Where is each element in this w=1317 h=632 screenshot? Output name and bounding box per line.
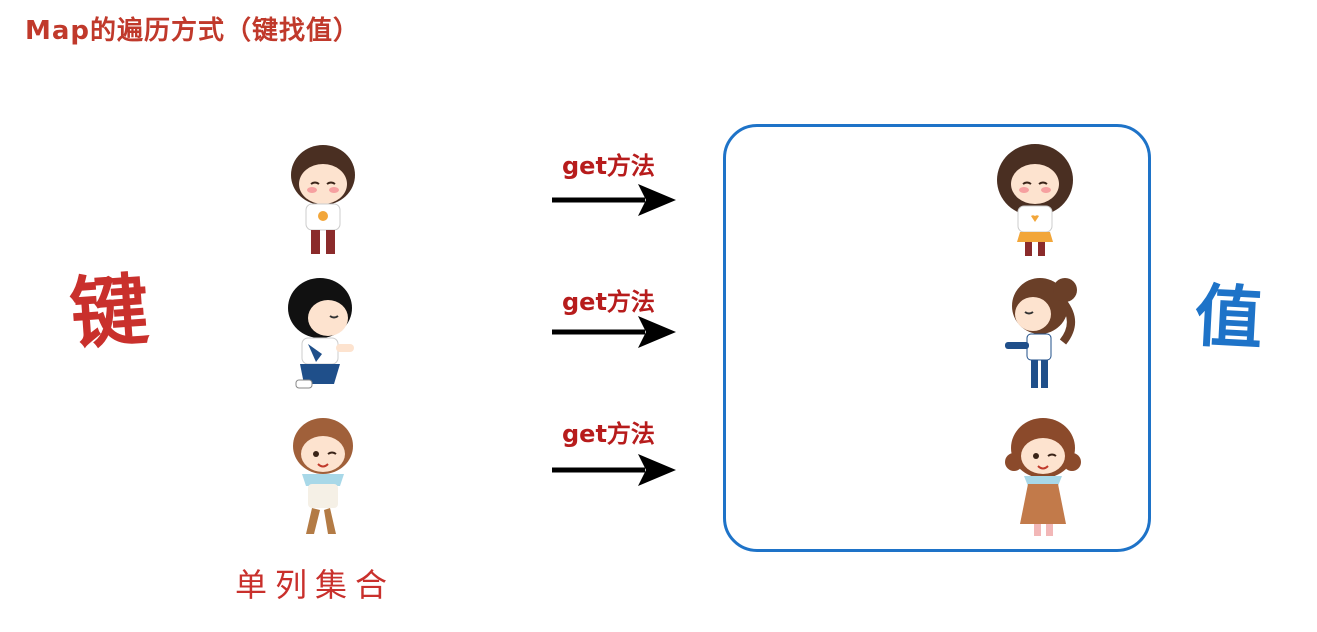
girl-cartoon-3-icon bbox=[1005, 418, 1081, 536]
get-method-label-2: get方法 bbox=[562, 288, 655, 316]
key-collection-label: 单列集合 bbox=[235, 566, 396, 604]
girl-cartoon-1-icon bbox=[997, 144, 1073, 256]
girl-cartoon-2-icon bbox=[1005, 278, 1077, 388]
value-label: 值 bbox=[1192, 277, 1265, 360]
arrow-2 bbox=[552, 316, 676, 348]
page-title: Map的遍历方式（键找值） bbox=[25, 16, 361, 46]
boy-cartoon-2-icon bbox=[288, 278, 354, 389]
arrow-1 bbox=[552, 184, 676, 216]
arrow-3 bbox=[552, 454, 676, 486]
boy-cartoon-1-icon bbox=[291, 145, 355, 254]
get-method-label-3: get方法 bbox=[562, 420, 655, 448]
boy-cartoon-3-icon bbox=[293, 418, 353, 534]
get-method-label-1: get方法 bbox=[562, 152, 655, 180]
value-box bbox=[723, 124, 1151, 552]
key-label: 键 bbox=[67, 265, 152, 361]
